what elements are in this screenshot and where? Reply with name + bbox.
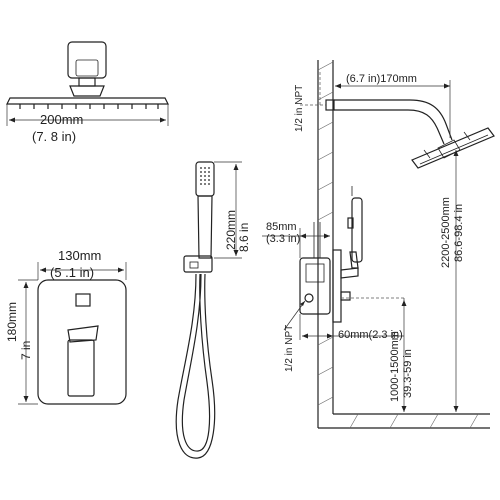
total-height-in: 86.6-98.4 in (453, 204, 465, 262)
arm-length-label: (6.7 in)170mm (346, 73, 417, 85)
side-head-texture (419, 131, 489, 165)
offset-label: 60mm(2.3 in) (338, 329, 403, 341)
showerhead-width-in: (7. 8 in) (32, 129, 76, 144)
valve-height-in: 7 in (19, 341, 33, 360)
showerhead-width-mm: 200mm (40, 112, 83, 127)
handheld-height-mm: 220mm (224, 210, 238, 250)
handheld-height-in: 8.6 in (237, 223, 251, 252)
valve-plate-drawing: 130mm (5 .1 in) 180mm 7 in (5, 248, 127, 405)
side-installation-view: 1/2 in NPT (6.7 in)170mm 2200-2500mm 86.… (262, 60, 495, 429)
depth-mm-label: 85mm (266, 221, 297, 233)
valve-height-mm: 180mm (5, 302, 19, 342)
depth-in-label: (3.3 in) (266, 233, 300, 245)
bottom-npt-label: 1/2 in NPT (284, 325, 295, 372)
top-npt-label: 1/2 in NPT (294, 85, 305, 132)
nozzle-row (19, 104, 159, 109)
total-height-mm: 2200-2500mm (440, 197, 452, 268)
valve-height-in-label: 39.3-59 in (402, 349, 414, 398)
showerhead-drawing: 200mm (7. 8 in) (6, 41, 169, 144)
handheld-spray-dots (200, 167, 210, 185)
valve-height-mm-label: 1000-1500mm (389, 331, 401, 402)
valve-width-in: (5 .1 in) (50, 265, 94, 280)
valve-width-mm: 130mm (58, 248, 101, 263)
handheld-shower-drawing: 220mm 8.6 in (175, 161, 251, 459)
wall-hatching (317, 61, 479, 429)
